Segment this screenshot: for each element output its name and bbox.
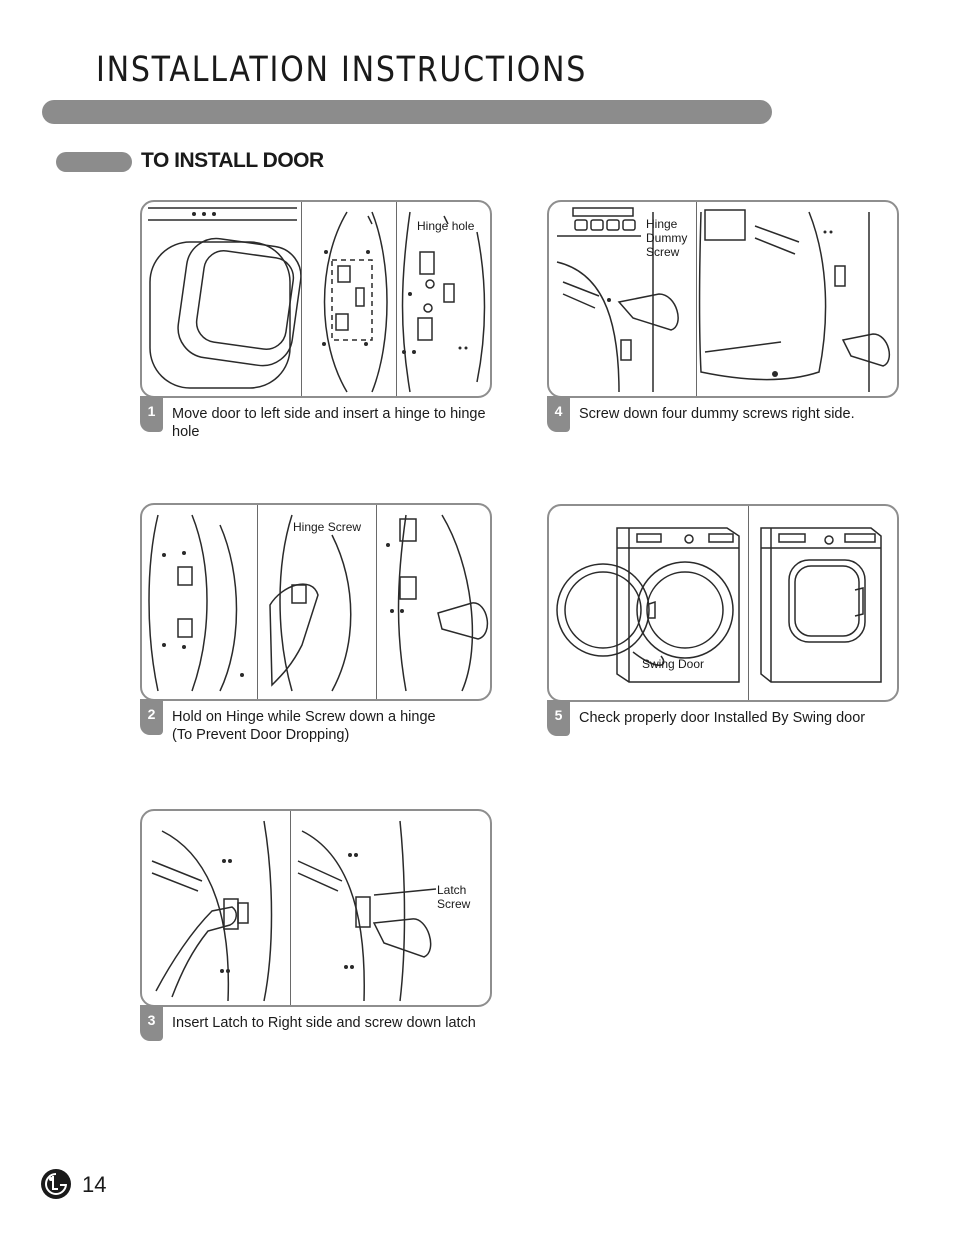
title-bar — [42, 100, 772, 124]
dummy-label: Dummy — [646, 231, 688, 245]
step-4-badge: 4 — [547, 396, 570, 432]
step-2-caption: Hold on Hinge while Screw down a hinge (… — [172, 708, 487, 744]
panel-divider — [396, 202, 397, 396]
step-3-badge: 3 — [140, 1005, 163, 1041]
step-2-caption-line-1: Hold on Hinge while Screw down a hinge — [172, 709, 436, 725]
page-title: INSTALLATION INSTRUCTIONS — [96, 50, 588, 90]
swing-door-label: Swing Door — [642, 657, 705, 671]
step-4-caption: Screw down four dummy screws right side. — [579, 406, 855, 422]
panel-divider — [748, 506, 749, 700]
step-2-badge: 2 — [140, 699, 163, 735]
step-1-caption: Move door to left side and insert a hing… — [172, 406, 486, 440]
dummy-screw-drawing — [556, 207, 891, 393]
panel-divider — [301, 202, 302, 396]
section-title: TO INSTALL DOOR — [141, 149, 324, 172]
step-1-illustration: Hinge hole — [140, 200, 492, 398]
section-pill — [56, 152, 132, 172]
panel-divider — [290, 811, 291, 1005]
hinge-label: Hinge — [646, 217, 678, 231]
step-1-badge: 1 — [140, 396, 163, 432]
step-3-illustration: Latch Screw — [140, 809, 492, 1007]
step-2-illustration: Hinge Screw — [140, 503, 492, 701]
panel-divider — [257, 505, 258, 699]
step-3-caption: Insert Latch to Right side and screw dow… — [172, 1015, 476, 1031]
screw-label: Screw — [437, 897, 471, 911]
lg-logo-icon — [41, 1169, 71, 1199]
step-4-illustration: Hinge Dummy Screw — [547, 200, 899, 398]
door-hinge-drawing — [148, 207, 486, 393]
hinge-screw-label: Hinge Screw — [293, 520, 362, 534]
step-5-caption: Check properly door Installed By Swing d… — [579, 710, 866, 726]
screw-label: Screw — [646, 245, 680, 259]
step-5-badge: 5 — [547, 700, 570, 736]
panel-divider — [376, 505, 377, 699]
page-number: 14 — [82, 1172, 107, 1197]
hinge-hole-label: Hinge hole — [417, 219, 475, 233]
latch-label: Latch — [437, 883, 467, 897]
hinge-screw-drawing — [148, 514, 489, 692]
step-5-illustration: Swing Door — [547, 504, 899, 702]
panel-divider — [696, 202, 697, 396]
swing-door-drawing — [556, 527, 882, 683]
latch-screw-drawing — [151, 820, 437, 1002]
step-2-caption-line-2: (To Prevent Door Dropping) — [172, 727, 350, 743]
